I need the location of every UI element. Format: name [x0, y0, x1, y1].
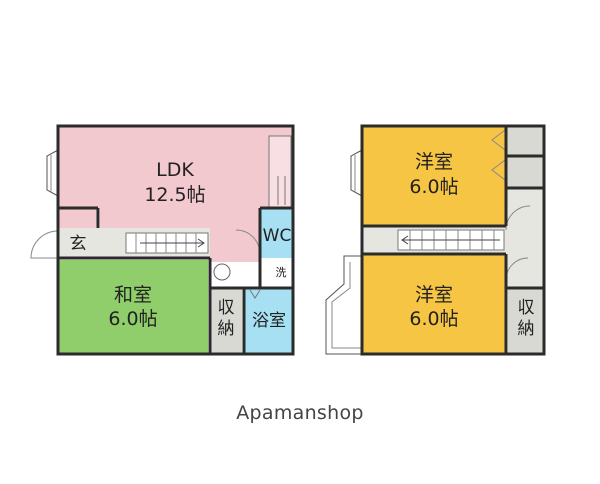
floor-1-plan: LDK 12.5帖 玄 WC 洗 和室 6.0帖 収 納 浴室	[30, 124, 295, 356]
youshitsu-top-window	[350, 149, 363, 197]
washitsu-size: 6.0帖	[108, 308, 157, 330]
wc-name: WC	[263, 226, 292, 246]
youshitsu-bottom-room	[362, 254, 506, 354]
wc-room	[260, 208, 293, 258]
youshitsu-bottom-size: 6.0帖	[409, 308, 458, 330]
watermark-text: Apamanshop	[236, 402, 364, 424]
closet-top	[506, 126, 544, 156]
storage-2	[508, 288, 544, 354]
entrance-door-swing	[30, 230, 59, 259]
closet-middle	[506, 156, 544, 188]
entrance-area	[58, 228, 98, 258]
stairs-floor2	[397, 229, 505, 251]
storage-1	[210, 288, 242, 354]
sink-icon	[213, 263, 231, 281]
entrance-step	[58, 208, 98, 228]
ldk-window	[46, 149, 59, 197]
youshitsu-top-room	[362, 126, 506, 226]
wash-room	[260, 258, 293, 288]
stairs-floor1	[125, 232, 209, 254]
washitsu-room	[58, 260, 208, 354]
youshitsu-top-name: 洋室	[415, 151, 453, 173]
floor1-outer-wall	[56, 124, 295, 356]
hall-door-swing	[505, 205, 531, 231]
bath-door-swing	[249, 289, 261, 299]
hall-right	[506, 188, 544, 288]
storage1-name-top: 収	[218, 298, 235, 318]
ldk-name: LDK	[156, 159, 194, 181]
balcony	[325, 255, 362, 355]
floor2-outer-wall	[360, 124, 546, 356]
storage1-name-bottom: 納	[218, 319, 235, 339]
entrance-name: 玄	[70, 234, 87, 254]
wash-name: 洗	[276, 266, 287, 279]
balcony-inner	[331, 262, 362, 349]
ldk-size: 12.5帖	[144, 184, 205, 206]
youshitsu-top-size: 6.0帖	[409, 176, 458, 198]
floor-2-plan: 洋室 6.0帖 洋室 6.0帖 収 納	[325, 124, 546, 356]
storage2-name-top: 収	[518, 298, 535, 318]
bath-name: 浴室	[252, 311, 286, 331]
washitsu-name: 和室	[114, 284, 152, 306]
closet-door-marks	[491, 129, 506, 181]
youshitsu-bottom-name: 洋室	[415, 284, 453, 306]
bath-room	[245, 288, 293, 354]
kitchen-counter	[268, 135, 292, 209]
storage2-name-bottom: 納	[518, 319, 535, 339]
